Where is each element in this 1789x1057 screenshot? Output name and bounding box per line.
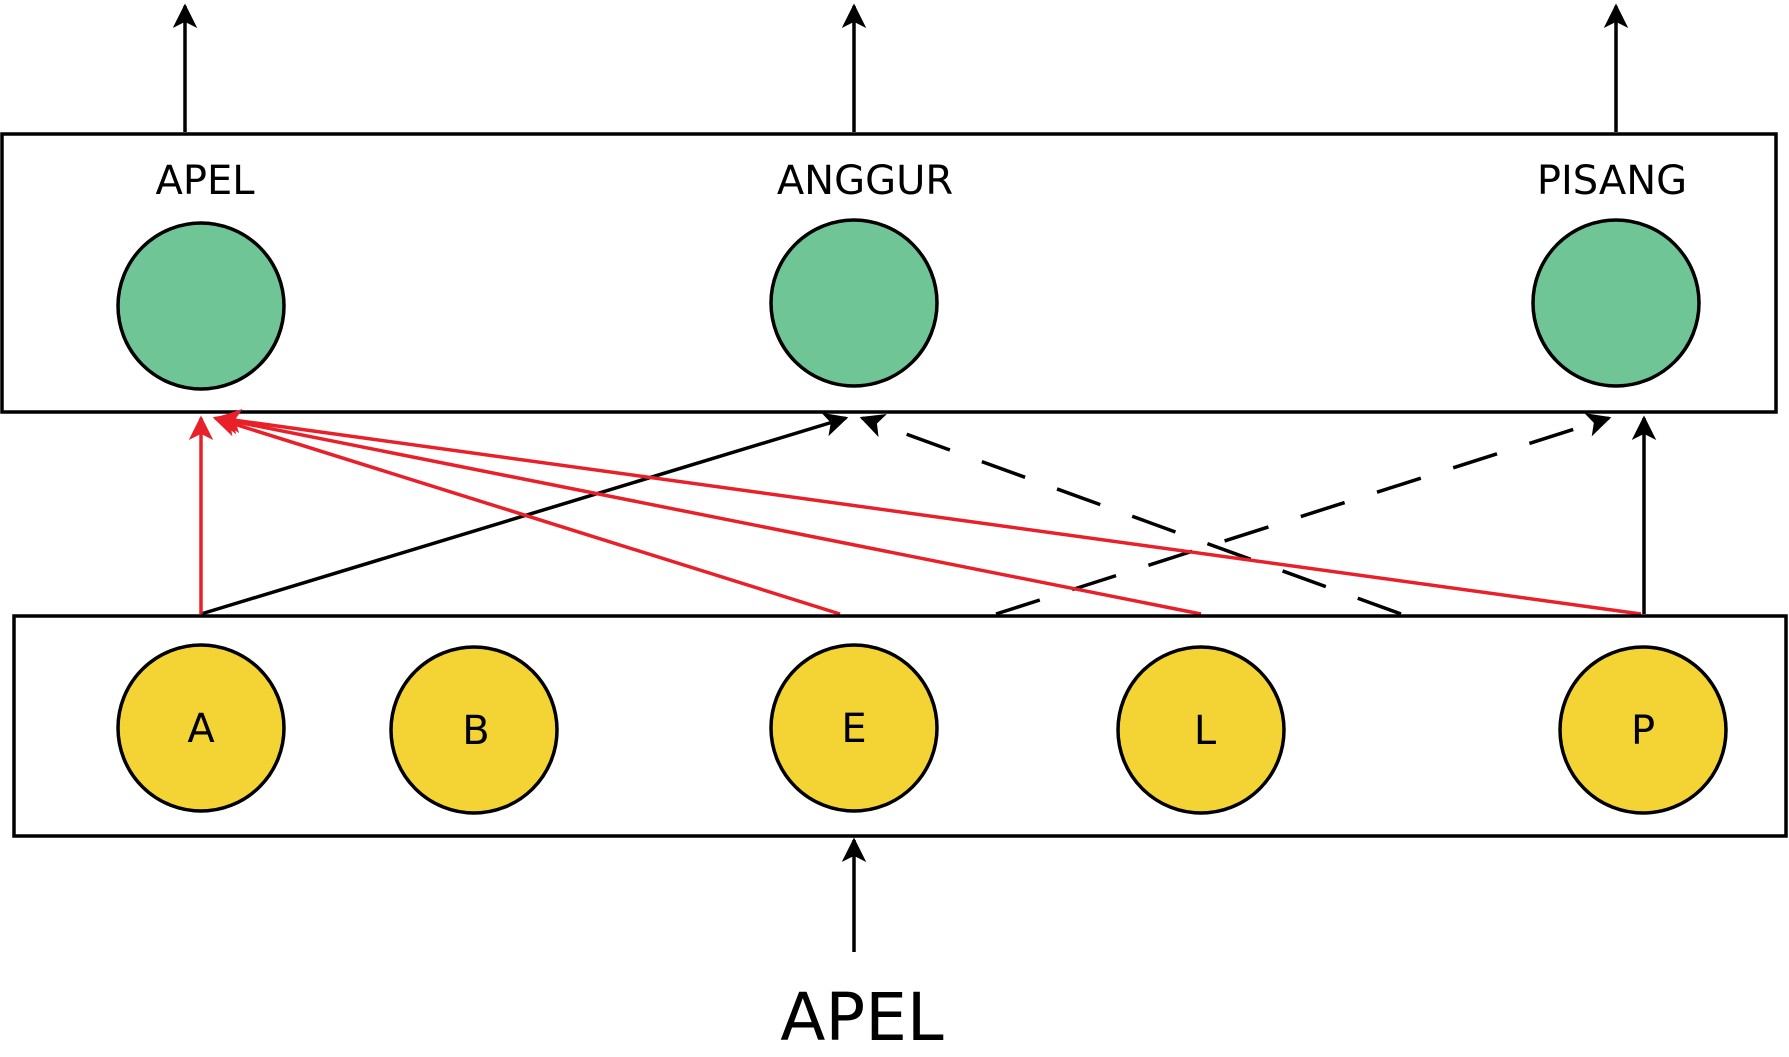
connection-p-apel — [216, 408, 1642, 616]
letter-node-group-a: A — [116, 643, 286, 813]
connections — [188, 408, 1657, 616]
connection-e-pisang — [995, 413, 1612, 616]
letter-node-b — [389, 645, 559, 815]
word-node-label: APEL — [155, 158, 255, 204]
letter-node-p — [1558, 645, 1728, 815]
letter-node-group-e: E — [769, 643, 939, 813]
word-node-group-pisang: PISANG — [1531, 158, 1701, 388]
letter-node-label: E — [841, 706, 866, 752]
word-node-label: ANGGUR — [777, 158, 953, 204]
input-word: APEL — [780, 979, 944, 1056]
letter-node-label: A — [187, 706, 215, 752]
letter-node-group-p: P — [1558, 645, 1728, 815]
letter-node-label: L — [1194, 708, 1217, 754]
word-node-anggur — [769, 218, 939, 388]
letter-node-label: P — [1631, 708, 1655, 754]
connection-e-apel — [212, 412, 841, 616]
letter-node-e — [769, 643, 939, 813]
connection-l-apel — [214, 410, 1202, 616]
connection-l-anggur — [859, 414, 1402, 616]
letter-node-label: B — [462, 708, 489, 754]
letter-node-group-l: L — [1116, 645, 1286, 815]
letter-node-l — [1116, 645, 1286, 815]
output-arrows — [172, 3, 1629, 132]
letter-node-a — [116, 643, 286, 813]
word-node-pisang — [1531, 218, 1701, 388]
word-node-apel — [116, 221, 286, 391]
letter-node-group-b: B — [389, 645, 559, 815]
word-node-group-anggur: ANGGUR — [769, 158, 953, 388]
word-node-label: PISANG — [1537, 158, 1687, 204]
word-node-group-apel: APEL — [116, 158, 286, 391]
